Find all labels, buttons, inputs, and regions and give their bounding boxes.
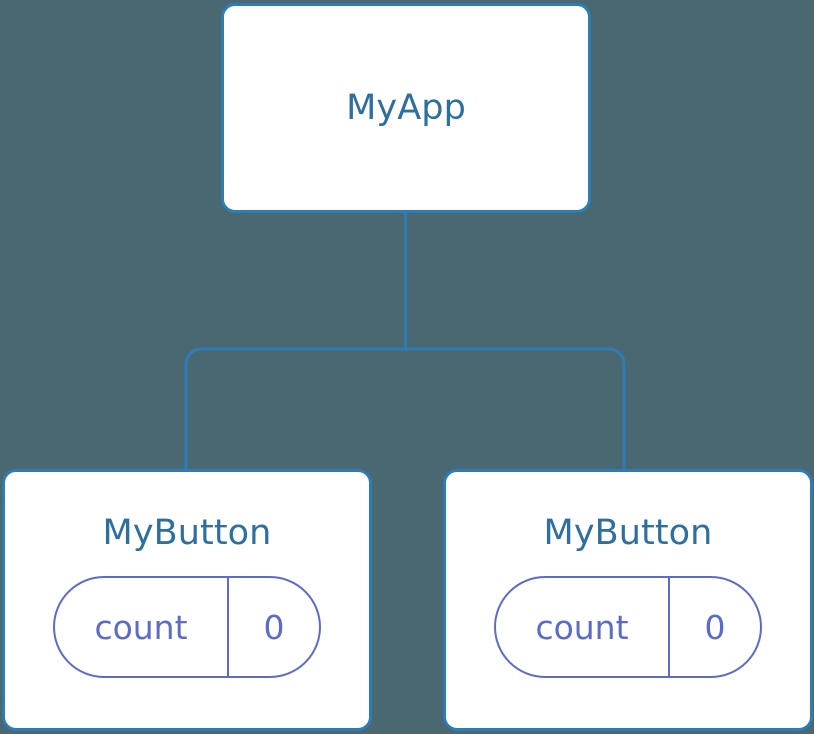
node-mybutton-2[interactable]: MyButton count 0 [443, 469, 813, 731]
node-title: MyButton [543, 513, 713, 553]
state-key: count [55, 578, 229, 676]
state-pill[interactable]: count 0 [53, 576, 321, 678]
node-myapp[interactable]: MyApp [221, 3, 591, 213]
state-key: count [496, 578, 670, 676]
state-value: 0 [263, 607, 285, 647]
state-pill[interactable]: count 0 [494, 576, 762, 678]
connector-branch-left [184, 347, 406, 470]
state-value: 0 [704, 607, 726, 647]
node-title: MyButton [102, 513, 272, 553]
connector-branch-right [405, 347, 626, 470]
node-mybutton-1[interactable]: MyButton count 0 [2, 469, 372, 731]
node-title: MyApp [346, 87, 466, 128]
